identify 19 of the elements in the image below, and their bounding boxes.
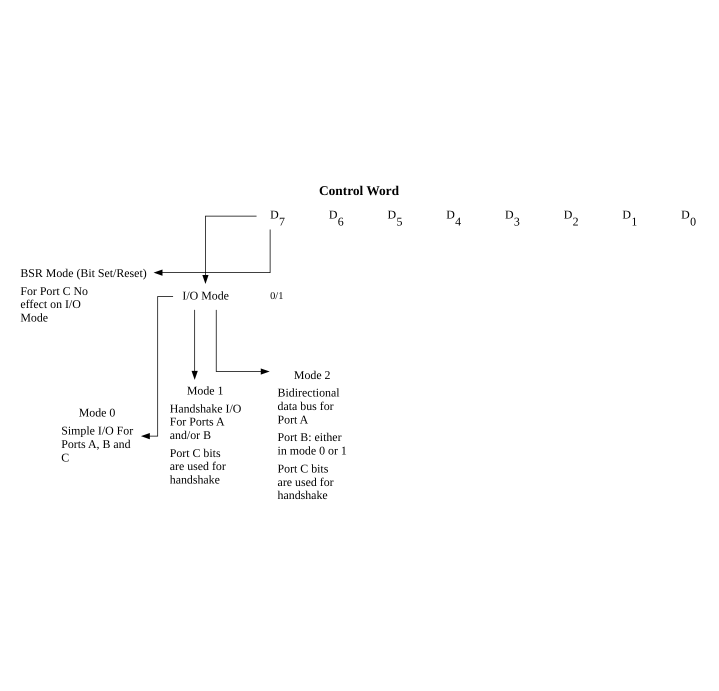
node-text: I/O Mode	[182, 288, 229, 302]
arrow	[202, 216, 257, 284]
node-label: For Port C No effect on I/O Mode	[20, 284, 88, 325]
node-label: Handshake I/O For Ports A and/or B	[170, 401, 242, 442]
node-label: Bidirectional data bus for Port A	[278, 386, 340, 426]
diagram-title: Control Word	[318, 182, 400, 198]
arrow	[192, 309, 198, 380]
node-text: Mode 2	[294, 368, 331, 382]
node-label: Port B: either in mode 0 or 1	[278, 430, 347, 458]
node-label: Port C bits are used for handshake	[278, 461, 334, 502]
arrow	[140, 296, 174, 440]
node-text: Mode 0	[78, 406, 116, 420]
node-text: Mode 1	[186, 383, 224, 398]
node-text: BSR Mode (Bit Set/Reset)	[20, 266, 147, 280]
arrow	[154, 229, 270, 276]
label: 0/1	[270, 291, 284, 302]
node-label: Port C bits are used for handshake	[170, 446, 226, 487]
node-label: Simple I/O For Ports A, B and C	[61, 424, 134, 464]
arrow	[216, 310, 270, 375]
